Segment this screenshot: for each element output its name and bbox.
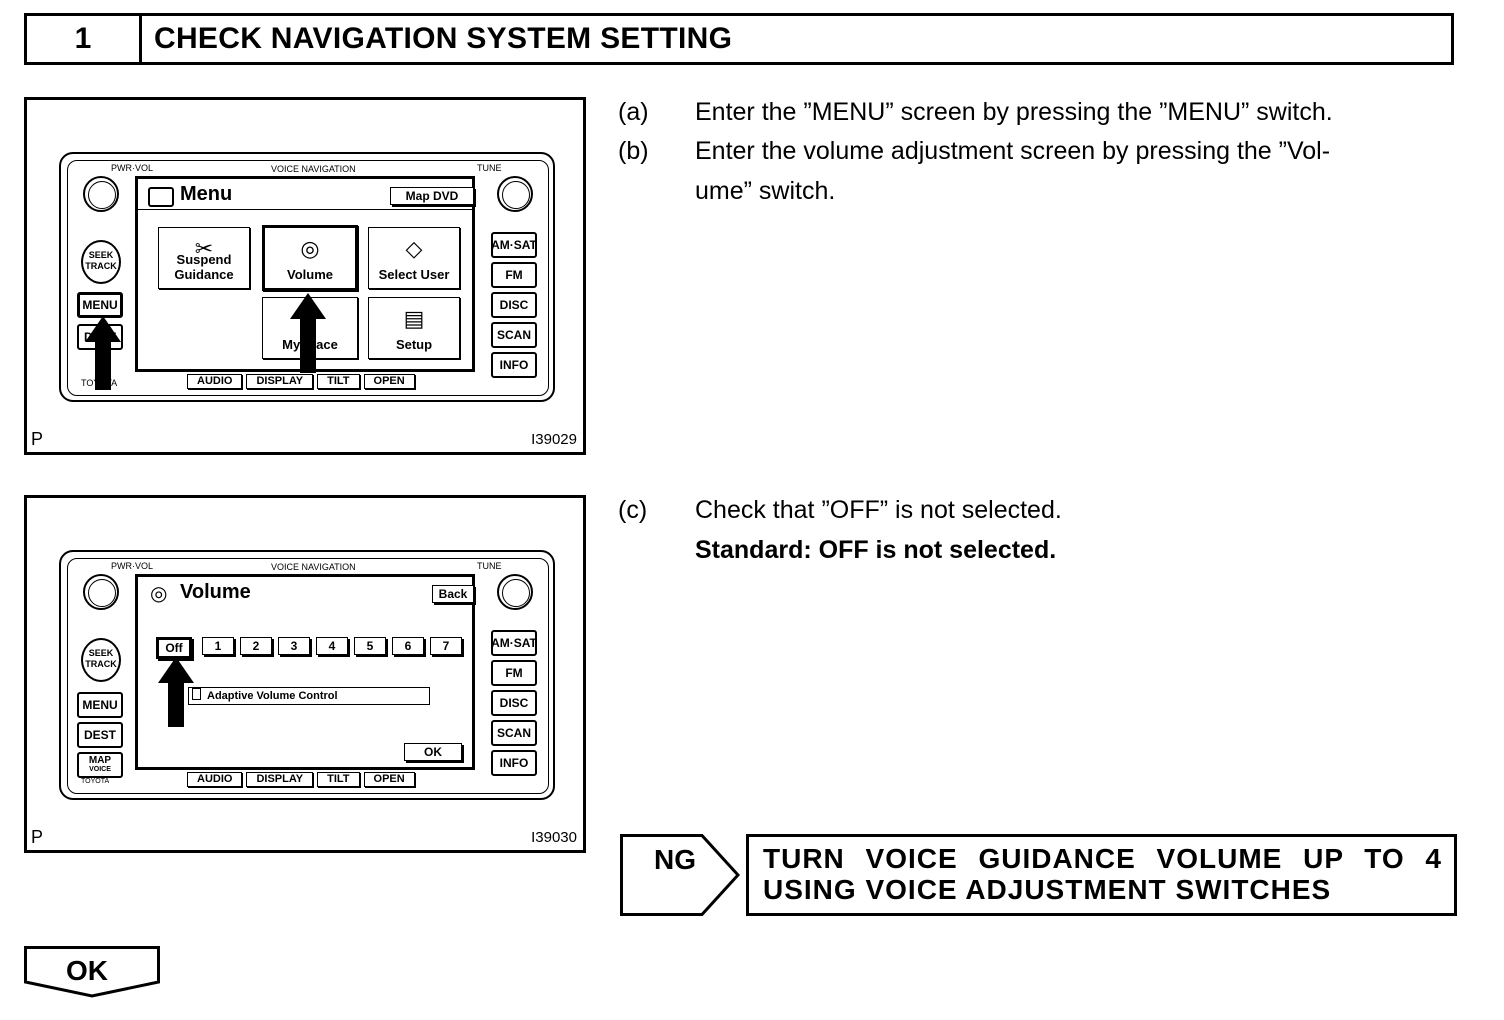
instruction-b-text-line1: Enter the volume adjustment screen by pr… bbox=[695, 137, 1331, 165]
instruction-a-label: (a) bbox=[618, 98, 649, 126]
ok-button[interactable]: OK bbox=[404, 743, 462, 761]
screen-title: Volume bbox=[180, 581, 251, 603]
disc-button[interactable]: DISC bbox=[491, 292, 537, 318]
open-button[interactable]: OPEN bbox=[363, 772, 415, 787]
volume-arrow-icon bbox=[290, 293, 326, 373]
route-icon: ✂ bbox=[194, 236, 214, 261]
tilt-button[interactable]: TILT bbox=[317, 772, 360, 787]
setup-icon: ▤ bbox=[403, 306, 425, 331]
head-unit-inner bbox=[67, 160, 549, 396]
instruction-a-text: Enter the ”MENU” screen by pressing the … bbox=[695, 98, 1333, 126]
tilt-button[interactable]: TILT bbox=[317, 374, 360, 389]
ng-arrow-box: NG bbox=[620, 834, 740, 916]
info-button[interactable]: INFO bbox=[491, 750, 537, 776]
back-button[interactable]: Back bbox=[432, 585, 474, 603]
map-dvd-button[interactable]: Map DVD bbox=[390, 187, 474, 205]
volume-level-2[interactable]: 2 bbox=[240, 637, 272, 655]
step-header: 1 CHECK NAVIGATION SYSTEM SETTING bbox=[24, 13, 1454, 65]
standard-text: Standard: OFF is not selected. bbox=[695, 536, 1057, 564]
volume-level-5[interactable]: 5 bbox=[354, 637, 386, 655]
step-number: 1 bbox=[27, 16, 142, 62]
pwr-vol-label: PWR·VOL bbox=[111, 561, 154, 571]
volume-knob-icon bbox=[83, 574, 119, 610]
head-unit-inner bbox=[67, 558, 549, 794]
step-title: CHECK NAVIGATION SYSTEM SETTING bbox=[154, 22, 733, 55]
avc-checkbox[interactable] bbox=[192, 688, 201, 700]
figure-id: I39030 bbox=[531, 829, 577, 846]
disc-button[interactable]: DISC bbox=[491, 690, 537, 716]
head-unit bbox=[59, 550, 555, 800]
menu-icon bbox=[148, 187, 174, 207]
voice-nav-label: VOICE NAVIGATION bbox=[271, 164, 356, 174]
brand-label: TOYOTA bbox=[81, 778, 110, 785]
fm-button[interactable]: FM bbox=[491, 262, 537, 288]
scan-button[interactable]: SCAN bbox=[491, 322, 537, 348]
ok-arrow-box: OK bbox=[24, 946, 160, 998]
volume-level-3[interactable]: 3 bbox=[278, 637, 310, 655]
select-user-tile[interactable]: ◇ Select User bbox=[368, 227, 460, 289]
volume-level-1[interactable]: 1 bbox=[202, 637, 234, 655]
audio-button[interactable]: AUDIO bbox=[187, 772, 243, 787]
volume-level-4[interactable]: 4 bbox=[316, 637, 348, 655]
volume-knob-icon bbox=[83, 176, 119, 212]
volume-icon: ◎ bbox=[150, 583, 168, 605]
instruction-c-label: (c) bbox=[618, 496, 648, 524]
volume-screen: ◎ Volume Back Off 1 2 3 4 5 6 7 Adaptive… bbox=[135, 574, 475, 770]
figure-p-label: P bbox=[31, 429, 44, 449]
ok-label: OK bbox=[66, 955, 108, 986]
menu-switch[interactable]: MENU bbox=[77, 292, 123, 318]
tune-label: TUNE bbox=[477, 163, 502, 173]
instruction-b-text-line2: ume” switch. bbox=[695, 177, 836, 205]
figure-id: I39029 bbox=[531, 431, 577, 448]
dest-switch[interactable]: DEST bbox=[77, 722, 123, 748]
ng-result-box: TURN VOICE GUIDANCE VOLUME UP TO 4 USING… bbox=[746, 834, 1457, 916]
display-button[interactable]: DISPLAY bbox=[246, 374, 314, 389]
bottom-button-bar: AUDIO DISPLAY TILT OPEN bbox=[187, 374, 415, 389]
instruction-c-text: Check that ”OFF” is not selected. bbox=[695, 496, 1062, 524]
menu-switch[interactable]: MENU bbox=[77, 692, 123, 718]
info-button[interactable]: INFO bbox=[491, 352, 537, 378]
off-arrow-icon bbox=[158, 657, 194, 727]
volume-tile[interactable]: ◎ Volume bbox=[262, 225, 358, 291]
setup-tile[interactable]: ▤ Setup bbox=[368, 297, 460, 359]
tune-knob-icon bbox=[497, 176, 533, 212]
volume-off-button[interactable]: Off bbox=[156, 637, 192, 659]
tune-label: TUNE bbox=[477, 561, 502, 571]
tune-knob-icon bbox=[497, 574, 533, 610]
user-card-icon: ◇ bbox=[405, 236, 423, 261]
screen-title: Menu bbox=[180, 183, 233, 205]
voice-nav-label: VOICE NAVIGATION bbox=[271, 562, 356, 572]
open-button[interactable]: OPEN bbox=[363, 374, 415, 389]
menu-arrow-icon bbox=[85, 316, 121, 390]
volume-level-7[interactable]: 7 bbox=[430, 637, 462, 655]
ng-label: NG bbox=[654, 844, 696, 875]
adaptive-volume-control-row[interactable]: Adaptive Volume Control bbox=[188, 687, 430, 705]
instruction-b-label: (b) bbox=[618, 137, 649, 165]
head-unit bbox=[59, 152, 555, 402]
figure-p-label: P bbox=[31, 827, 44, 847]
volume-level-6[interactable]: 6 bbox=[392, 637, 424, 655]
am-sat-button[interactable]: AM·SAT bbox=[491, 232, 537, 258]
audio-button[interactable]: AUDIO bbox=[187, 374, 243, 389]
scan-button[interactable]: SCAN bbox=[491, 720, 537, 746]
am-sat-button[interactable]: AM·SAT bbox=[491, 630, 537, 656]
map-voice-switch[interactable]: MAP VOICE bbox=[77, 752, 123, 778]
ng-result-line1: TURN VOICE GUIDANCE VOLUME UP TO 4 bbox=[763, 843, 1442, 874]
volume-icon: ◎ bbox=[300, 236, 320, 261]
ng-result-line2: USING VOICE ADJUSTMENT SWITCHES bbox=[763, 874, 1332, 905]
pwr-vol-label: PWR·VOL bbox=[111, 163, 154, 173]
fm-button[interactable]: FM bbox=[491, 660, 537, 686]
display-button[interactable]: DISPLAY bbox=[246, 772, 314, 787]
bottom-button-bar: AUDIO DISPLAY TILT OPEN bbox=[187, 772, 415, 787]
title-divider bbox=[138, 209, 472, 210]
